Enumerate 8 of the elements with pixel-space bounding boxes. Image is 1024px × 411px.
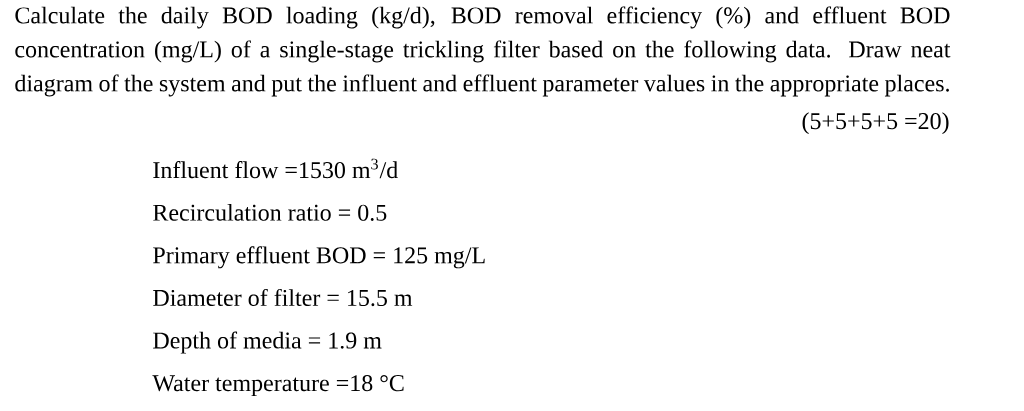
data-line: Water temperature =18 °C bbox=[152, 375, 404, 397]
data-line: Primary effluent BOD = 125 mg/L bbox=[153, 246, 485, 269]
data-line: Influent flow =1530 m$^{3}$/d bbox=[153, 158, 398, 179]
data-line: Depth of media = 1.9 m bbox=[153, 331, 382, 354]
marks-text: (5+5+5+5 =20) bbox=[802, 112, 949, 135]
question-text: Calculate the daily BOD loading (kg/d), BOD removal efficiency (%) and effluent BOD concentration (mg/L) of a single-stage trickling filter based on the following data. Draw neat diagram of the system and put the influent and effluent parameter values in the appropriate places. bbox=[15, 6, 951, 97]
data-line: Recirculation ratio = 0.5 bbox=[153, 203, 387, 221]
data-line: Diameter of filter = 15.5 m bbox=[153, 288, 413, 307]
